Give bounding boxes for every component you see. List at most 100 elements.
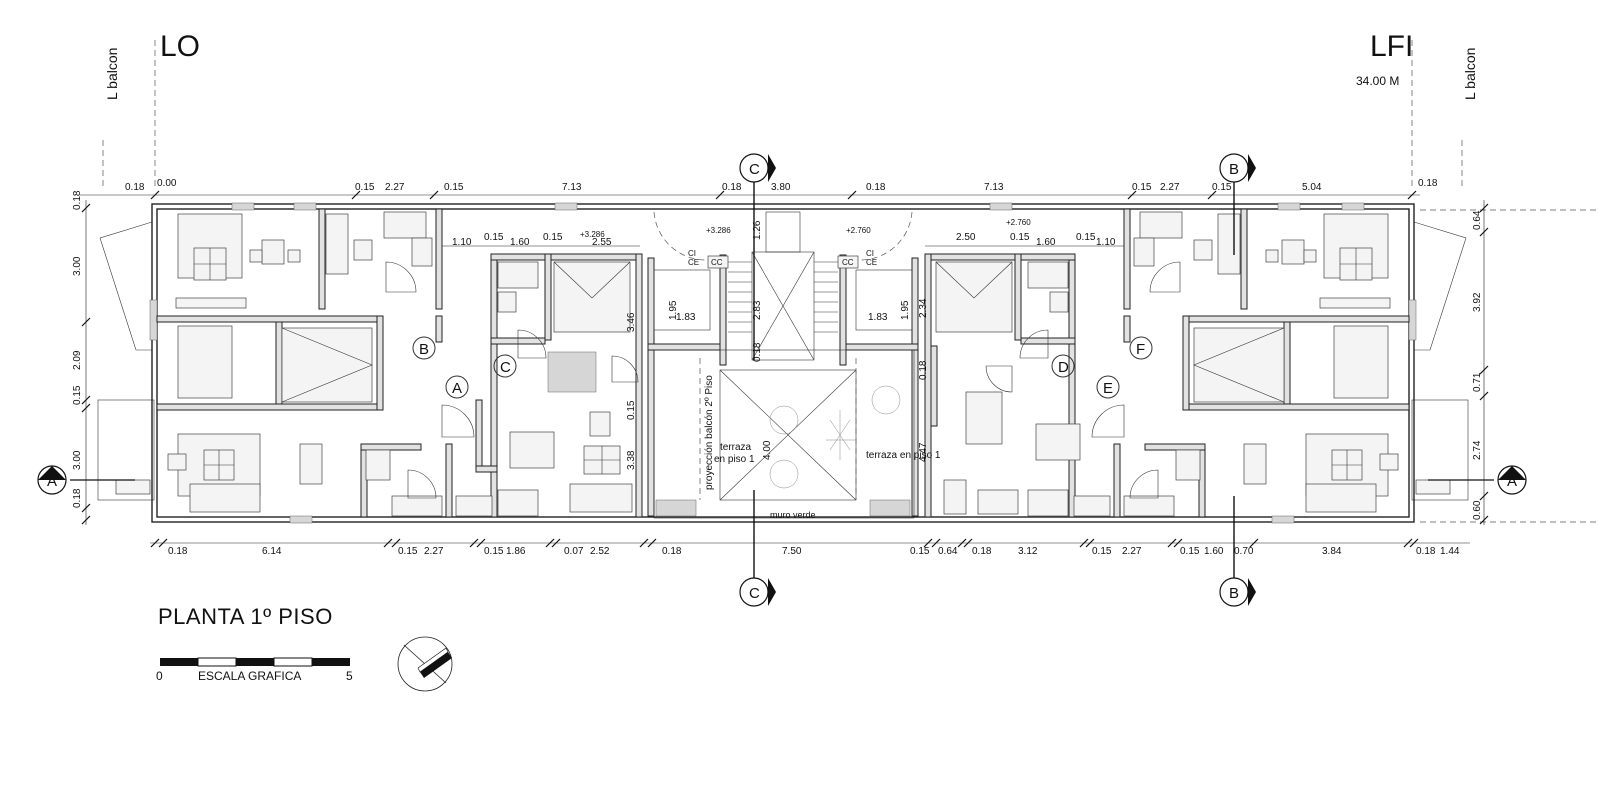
dim-i-110l: 1.10 <box>452 237 472 248</box>
stair-treads <box>728 261 838 333</box>
scale-label: ESCALA GRAFICA <box>198 669 301 683</box>
dim-i-183r: 1.83 <box>868 312 888 323</box>
doors <box>385 261 1181 499</box>
dim-i-018a: 0.18 <box>752 342 763 362</box>
dim-top-5: 7.13 <box>562 182 582 193</box>
dim-left-0: 0.18 <box>72 190 83 210</box>
north-arrow-icon <box>397 636 453 692</box>
dimension-left: 0.18 3.00 2.09 0.15 3.00 0.18 <box>72 190 91 525</box>
dim-top-3: 2.27 <box>385 182 405 193</box>
dim-bot-2: 0.15 <box>398 546 418 557</box>
dim-bot-13: 3.12 <box>1018 546 1038 557</box>
section-markers: A A C C B B <box>37 153 1527 607</box>
scale-start: 0 <box>156 669 163 683</box>
unit-d: D <box>1058 359 1069 376</box>
furniture-right <box>935 211 1399 517</box>
dim-i-346: 3.46 <box>626 312 637 332</box>
unit-labels: B A C D E F <box>412 336 1153 399</box>
dimension-bottom: 0.18 6.14 0.15 2.27 0.15 1.86 0.07 2.52 … <box>150 538 1470 557</box>
level-markers: +3.286 +3.286 +2.760 +2.760 <box>580 218 1031 239</box>
drawing-title: PLANTA 1º PISO <box>158 604 333 629</box>
dim-top-2: 0.15 <box>355 182 375 193</box>
scale-end: 5 <box>346 669 353 683</box>
dim-right-4: 0.60 <box>1472 500 1483 520</box>
dim-i-110r: 1.10 <box>1096 237 1116 248</box>
dim-right-3: 2.74 <box>1472 440 1483 460</box>
lo-label: LO <box>160 30 200 63</box>
dimension-top: 0.18 0.00 0.15 2.27 0.15 7.13 0.18 3.80 … <box>80 178 1438 200</box>
dim-bot-21: 1.44 <box>1440 546 1460 557</box>
unit-c: C <box>500 359 511 376</box>
level-1: +3.286 <box>580 230 605 239</box>
terraza-left-1: terraza <box>720 442 752 453</box>
dim-bot-9: 7.50 <box>782 546 802 557</box>
dim-i-195r: 1.95 <box>900 300 911 320</box>
interior-walls-left <box>156 208 643 518</box>
lfi-label: LFI <box>1370 30 1413 63</box>
dim-i-283: 2.83 <box>752 300 763 320</box>
balcon-label-right: L balcon <box>1462 48 1478 100</box>
level-4: +2.760 <box>1006 218 1031 227</box>
dim-i-183l: 1.83 <box>676 312 696 323</box>
dim-i-338: 3.38 <box>626 450 637 470</box>
dim-left-3: 0.15 <box>72 385 83 405</box>
dim-bot-1: 6.14 <box>262 546 282 557</box>
dim-bot-20: 0.18 <box>1416 546 1436 557</box>
total-width-label: 34.00 M <box>1356 74 1399 88</box>
unit-e: E <box>1103 380 1113 397</box>
dim-bot-7: 2.52 <box>590 546 610 557</box>
section-b-bottom: B <box>1229 585 1239 602</box>
dim-top-6: 0.18 <box>722 182 742 193</box>
dim-right-2: 0.71 <box>1472 372 1483 392</box>
interior-dimensions: 1.10 0.15 1.60 0.15 2.55 2.50 0.15 1.60 … <box>442 220 1124 470</box>
dim-left-2: 2.09 <box>72 350 83 370</box>
dim-top-13: 5.04 <box>1302 182 1322 193</box>
dim-i-160l: 1.60 <box>510 237 530 248</box>
dim-i-015c: 0.15 <box>1010 232 1030 243</box>
dim-bot-15: 2.27 <box>1122 546 1142 557</box>
dim-bot-6: 0.07 <box>564 546 584 557</box>
dim-bot-11: 0.64 <box>938 546 958 557</box>
dim-i-234: 2.34 <box>918 298 929 318</box>
dim-top-9: 7.13 <box>984 182 1004 193</box>
dim-i-255: 2.55 <box>592 237 612 248</box>
dim-bot-17: 1.60 <box>1204 546 1224 557</box>
section-a-right: A <box>1507 473 1517 490</box>
dim-i-126: 1.26 <box>752 220 763 240</box>
ci-right: CI <box>866 249 874 258</box>
ce-right: CE <box>866 258 877 267</box>
proyeccion-label: proyección balcón 2º Piso <box>704 375 715 490</box>
terraza-right: terraza en piso 1 <box>866 450 941 461</box>
dim-i-250: 2.50 <box>956 232 976 243</box>
muro-verde-label: muro verde <box>770 510 816 520</box>
dim-left-4: 3.00 <box>72 450 83 470</box>
dim-left-5: 0.18 <box>72 488 83 508</box>
dim-i-447: 4.47 <box>918 442 929 462</box>
dim-i-015d: 0.15 <box>1076 232 1096 243</box>
furniture-left <box>167 211 633 517</box>
dim-i-015e: 0.15 <box>626 400 637 420</box>
dim-bot-5: 1.86 <box>506 546 526 557</box>
cc-right: CC <box>842 258 854 267</box>
dim-top-0: 0.18 <box>125 182 145 193</box>
dim-i-195l: 1.95 <box>668 300 679 320</box>
outer-walls <box>149 202 1417 524</box>
dim-top-8: 0.18 <box>866 182 886 193</box>
dim-top-4: 0.15 <box>444 182 464 193</box>
unit-a: A <box>452 380 462 397</box>
level-3: +2.760 <box>846 226 871 235</box>
dim-bot-12: 0.18 <box>972 546 992 557</box>
dim-right-0: 0.64 <box>1472 210 1483 230</box>
dim-i-015a: 0.15 <box>484 232 504 243</box>
dim-bot-16: 0.15 <box>1180 546 1200 557</box>
core: CI CE CC CI CE CC <box>647 211 919 517</box>
section-c-top: C <box>749 161 760 178</box>
graphic-scale: 0 ESCALA GRAFICA 5 <box>156 657 353 683</box>
dim-top-10: 0.15 <box>1132 182 1152 193</box>
dim-bot-4: 0.15 <box>484 546 504 557</box>
dim-left-1: 3.00 <box>72 256 83 276</box>
dim-bot-10: 0.15 <box>910 546 930 557</box>
dim-right-1: 3.92 <box>1472 292 1483 312</box>
terraces: terraza en piso 1 terraza en piso 1 proy… <box>653 349 941 520</box>
